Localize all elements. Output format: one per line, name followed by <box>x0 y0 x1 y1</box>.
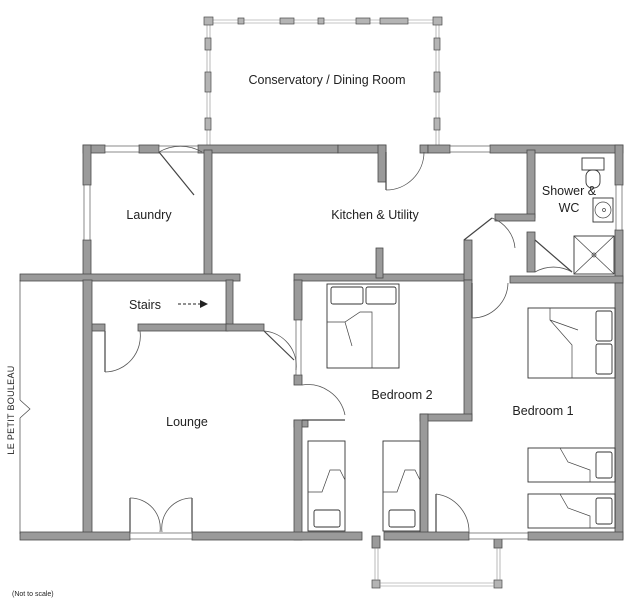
shower-label-line2: WC <box>559 201 580 215</box>
single-bed-icon <box>307 440 346 532</box>
bedroom1-label: Bedroom 1 <box>512 404 573 418</box>
porch-glazing <box>374 548 501 587</box>
double-bed-icon <box>326 283 400 369</box>
road-label: LE PETIT BOULEAU <box>6 365 16 454</box>
stairs-label: Stairs <box>129 298 161 312</box>
shower-tray-icon <box>573 235 615 275</box>
shower-label-line1: Shower & <box>542 184 597 198</box>
scale-note: (Not to scale) <box>12 591 54 598</box>
single-bed-icon <box>527 493 616 529</box>
kitchen-label: Kitchen & Utility <box>331 208 419 222</box>
toilet-icon <box>581 157 605 189</box>
stairs-arrow-icon <box>178 300 208 308</box>
conservatory-label: Conservatory / Dining Room <box>248 73 405 87</box>
conservatory-glazing <box>203 16 443 146</box>
walls <box>19 144 624 589</box>
lounge-label: Lounge <box>166 415 208 429</box>
bedroom2-label: Bedroom 2 <box>371 388 432 402</box>
windows <box>83 145 623 540</box>
laundry-label: Laundry <box>126 208 172 222</box>
single-bed-icon <box>527 447 616 483</box>
basin-icon <box>592 197 614 223</box>
single-bed-icon <box>382 440 421 532</box>
doors <box>104 145 573 533</box>
road-boundary <box>19 280 31 534</box>
double-bed-icon <box>527 307 616 379</box>
